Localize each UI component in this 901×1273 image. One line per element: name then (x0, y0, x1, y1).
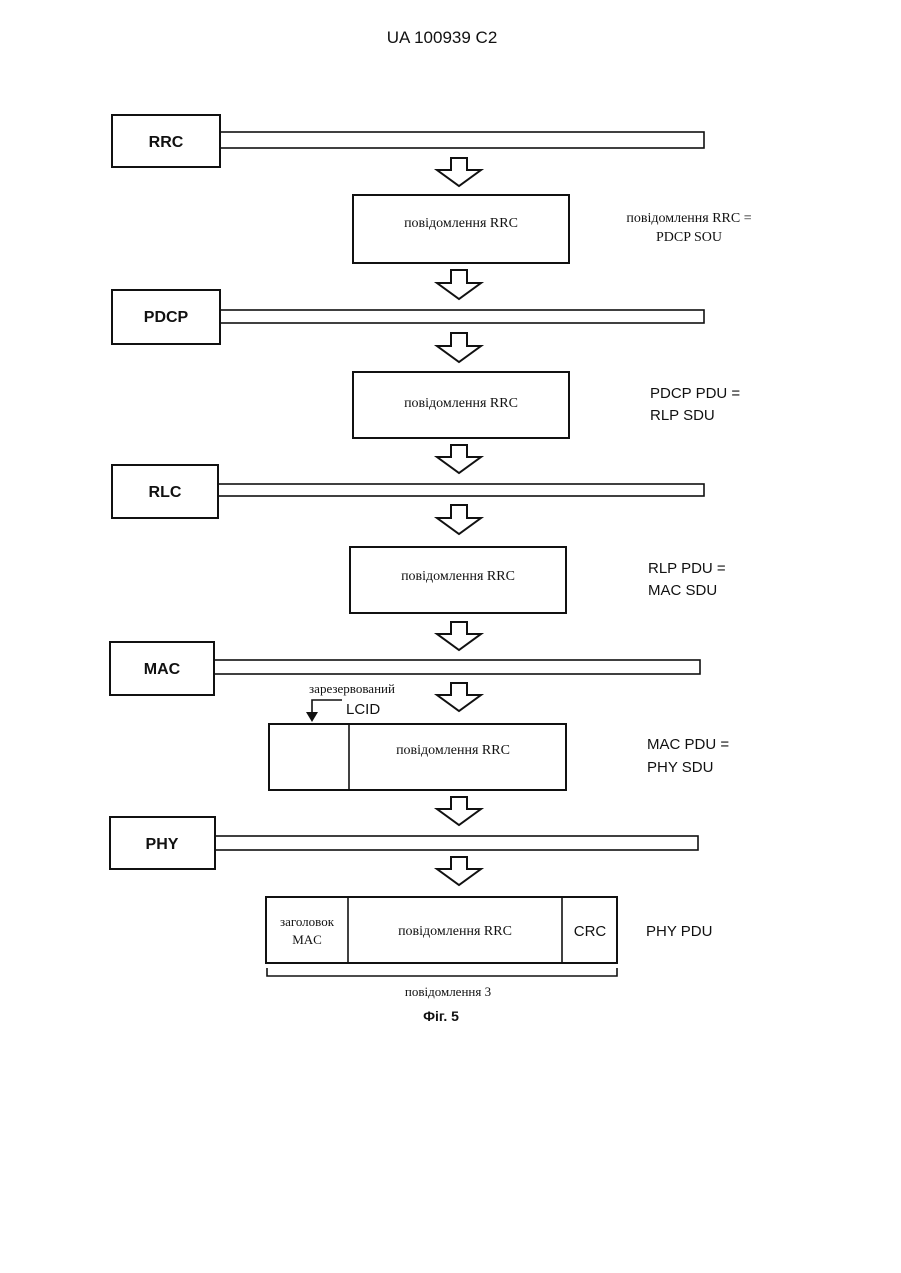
layer-mac-bar (214, 660, 700, 674)
message-3-bracket (267, 968, 617, 976)
layer-rrc-bar (220, 132, 704, 148)
down-arrow-icon (437, 333, 481, 362)
message-3-label: повідомлення 3 (405, 984, 491, 999)
mac-note-line1: MAC PDU = (647, 736, 729, 753)
phy-pdu-label: повідомлення RRC (398, 924, 512, 939)
mac-header-line2: MAC (292, 932, 322, 947)
layer-rrc: RRC (112, 115, 704, 167)
down-arrow-icon (437, 270, 481, 299)
arrow-down-icon (306, 712, 318, 722)
layer-rlc-label: RLC (149, 484, 182, 501)
mac-header-line1: заголовок (280, 914, 335, 929)
document-id: UA 100939 C2 (387, 28, 498, 47)
layer-phy: PHY (110, 817, 698, 869)
pdcp-pdu-label: повідомлення RRC (404, 396, 518, 411)
rlc-note-line2: MAC SDU (648, 582, 717, 599)
down-arrow-icon (437, 158, 481, 186)
mac-pdu-label: повідомлення RRC (396, 743, 510, 758)
layer-mac: MAC (110, 642, 700, 695)
rrc-note-line2: PDCP SOU (656, 230, 722, 245)
layer-rlc-bar (218, 484, 704, 496)
down-arrow-icon (437, 505, 481, 534)
pdcp-note-line1: PDCP PDU = (650, 385, 740, 402)
figure-caption: Фіг. 5 (423, 1008, 459, 1024)
rlc-note-line1: RLP PDU = (648, 560, 726, 577)
layer-mac-label: MAC (144, 661, 181, 678)
layer-rrc-label: RRC (149, 134, 184, 151)
lcid-label: LCID (346, 701, 380, 718)
layer-phy-bar (215, 836, 698, 850)
down-arrow-icon (437, 797, 481, 825)
layer-phy-label: PHY (146, 836, 179, 853)
rrc-note-line1: повідомлення RRC = (626, 211, 751, 226)
down-arrow-icon (437, 683, 481, 711)
crc-label: CRC (574, 923, 607, 940)
down-arrow-icon (437, 857, 481, 885)
pdcp-note-line2: RLP SDU (650, 407, 715, 424)
down-arrow-icon (437, 622, 481, 650)
layer-rlc: RLC (112, 465, 704, 518)
mac-note-line2: PHY SDU (647, 759, 713, 776)
layer-pdcp-label: PDCP (144, 309, 189, 326)
down-arrow-icon (437, 445, 481, 473)
reserved-label: зарезервований (309, 681, 395, 696)
layer-pdcp-bar (220, 310, 704, 323)
rrc-message-label: повідомлення RRC (404, 216, 518, 231)
layer-pdcp: PDCP (112, 290, 704, 344)
rlc-pdu-label: повідомлення RRC (401, 569, 515, 584)
phy-note-line1: PHY PDU (646, 923, 712, 940)
